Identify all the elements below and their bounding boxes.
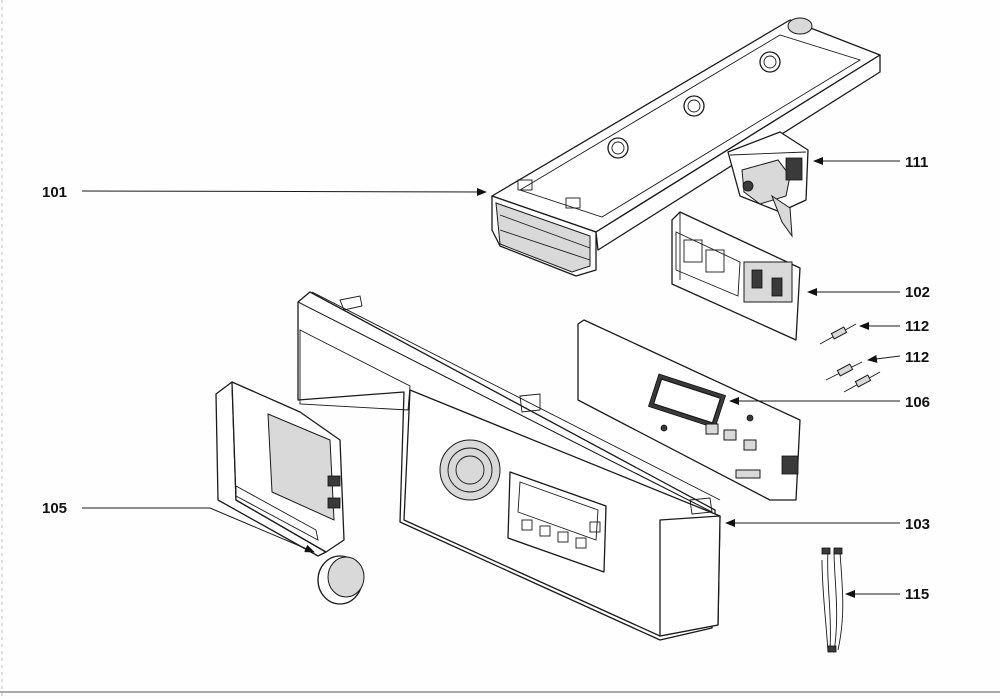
callout-112-lower: 112 (905, 349, 929, 366)
leader-105 (82, 507, 315, 553)
callout-102: 102 (905, 284, 930, 301)
callout-101: 101 (42, 184, 67, 201)
part-115-wire-harness (821, 547, 844, 653)
callout-106: 106 (905, 394, 930, 411)
part-103-control-panel (297, 291, 721, 641)
callout-111: 111 (905, 154, 928, 171)
callout-105: 105 (42, 500, 67, 517)
callout-112-upper: 112 (905, 318, 929, 335)
part-106-control-board (577, 319, 801, 501)
leader-101 (81, 187, 487, 196)
part-105-drawer (215, 381, 345, 557)
part-112-fuse-lower (825, 361, 881, 393)
callout-115: 115 (905, 586, 929, 603)
leader-112b (867, 354, 901, 363)
part-112-fuse-upper (819, 323, 857, 345)
part-111-door-lock (727, 131, 809, 238)
part-105-knob (317, 555, 365, 605)
part-102-module (671, 211, 801, 341)
callout-103: 103 (905, 516, 930, 533)
